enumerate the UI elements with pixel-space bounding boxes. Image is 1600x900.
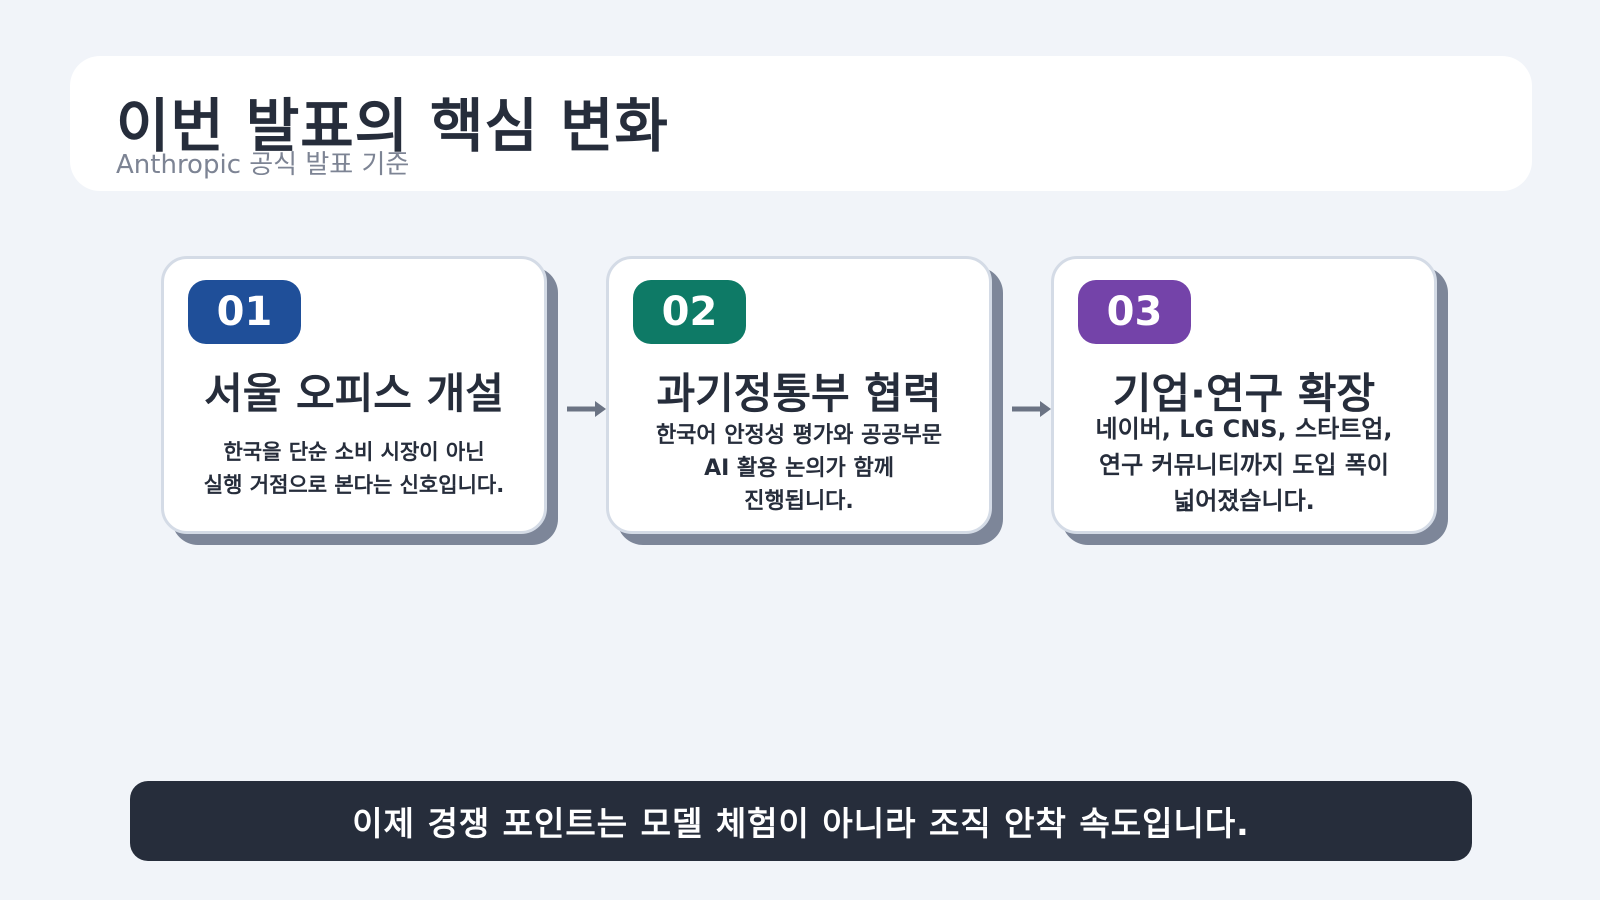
- card-title: 기업·연구 확장: [1112, 369, 1376, 418]
- footer-banner: 이제 경쟁 포인트는 모델 체험이 아니라 조직 안착 속도입니다.: [130, 781, 1472, 861]
- card-description: 한국을 단순 소비 시장이 아닌 실행 거점으로 본다는 신호입니다.: [203, 440, 505, 497]
- card-ministry-cooperation: 02 과기정통부 협력 한국어 안정성 평가와 공공부문 AI 활용 논의가 함…: [606, 256, 992, 534]
- card-description: 네이버, LG CNS, 스타트업, 연구 커뮤니티까지 도입 폭이 넓어졌습니…: [1095, 415, 1393, 515]
- page-subtitle: Anthropic 공식 발표 기준: [116, 150, 410, 180]
- step-badge: 03: [1078, 280, 1191, 344]
- step-badge: 02: [633, 280, 746, 344]
- arrow-right-icon: [567, 401, 606, 417]
- page-title: 이번 발표의 핵심 변화: [116, 92, 669, 160]
- footer-message: 이제 경쟁 포인트는 모델 체험이 아니라 조직 안착 속도입니다.: [352, 804, 1250, 843]
- card-description: 한국어 안정성 평가와 공공부문 AI 활용 논의가 함께 진행됩니다.: [655, 423, 943, 514]
- arrow-right-icon: [1012, 401, 1051, 417]
- step-badge: 01: [188, 280, 301, 344]
- card-title: 서울 오피스 개설: [204, 369, 504, 418]
- card-seoul-office: 01 서울 오피스 개설 한국을 단순 소비 시장이 아닌 실행 거점으로 본다…: [161, 256, 547, 534]
- card-enterprise-research: 03 기업·연구 확장 네이버, LG CNS, 스타트업, 연구 커뮤니티까지…: [1051, 256, 1437, 534]
- card-title: 과기정통부 협력: [656, 369, 942, 418]
- header-panel: [70, 56, 1532, 191]
